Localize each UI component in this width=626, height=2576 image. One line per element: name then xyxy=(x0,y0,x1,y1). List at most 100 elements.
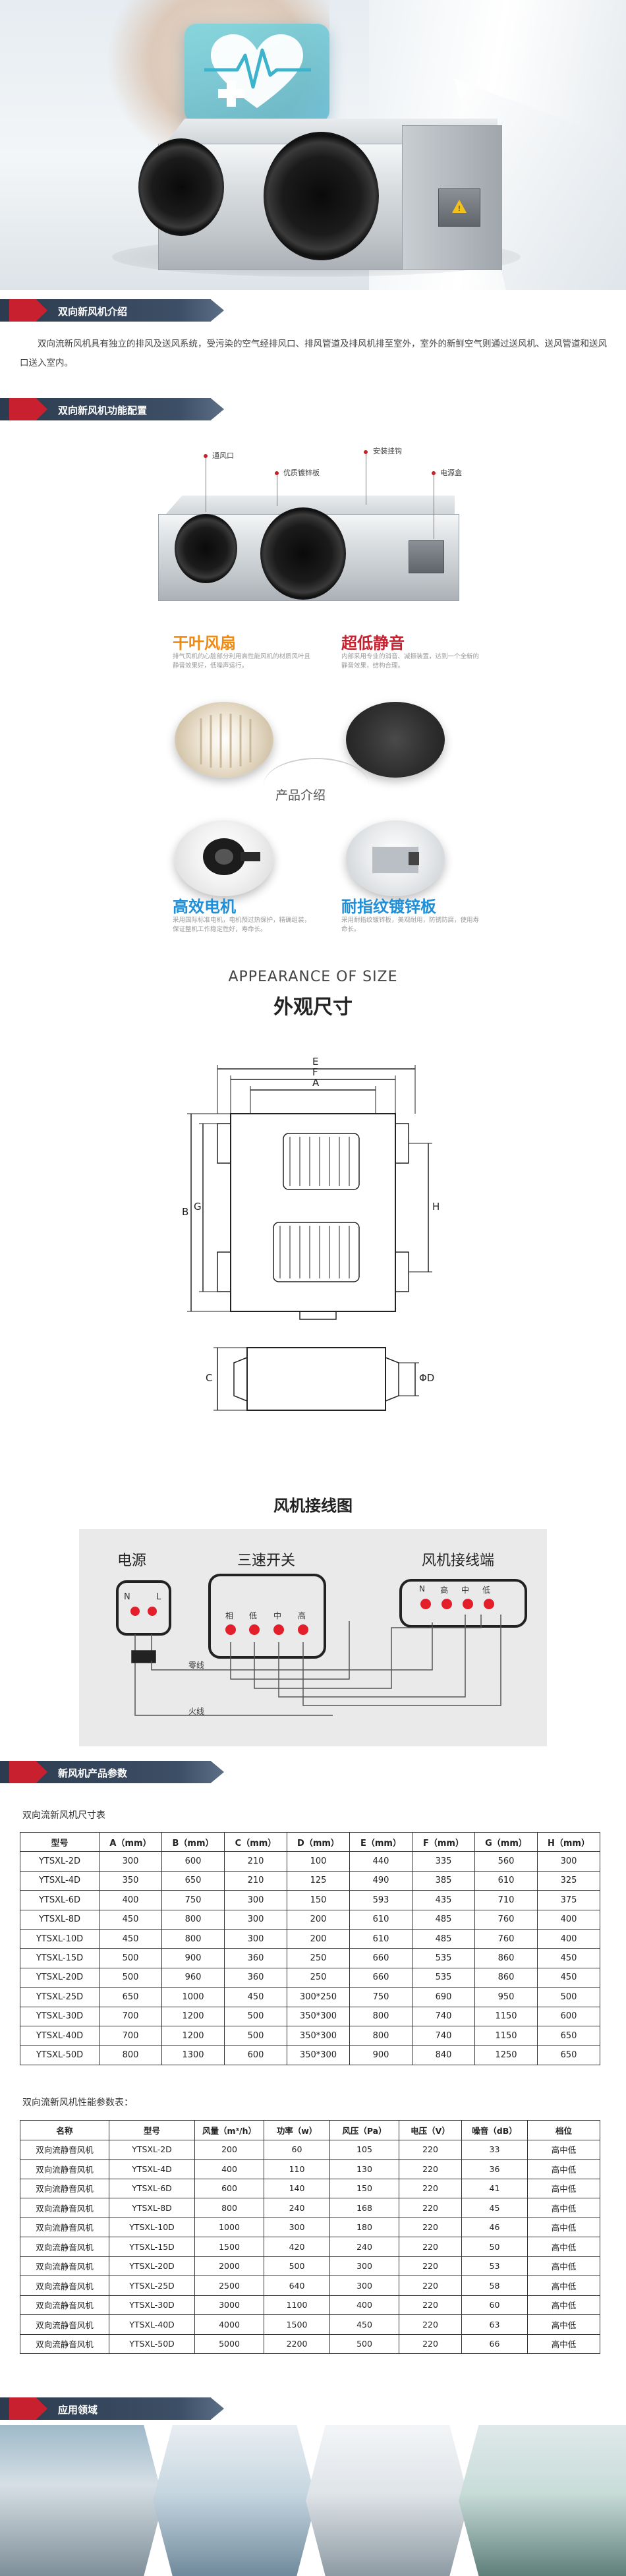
table-cell: 220 xyxy=(399,2333,462,2354)
table-cell: YTSXL-40D xyxy=(109,2314,195,2335)
table-cell: 360 xyxy=(224,1948,287,1968)
zero-wire-label: 零线 xyxy=(188,1661,205,1670)
table-cell: YTSXL-30D xyxy=(20,2006,100,2026)
fan-wheel-image xyxy=(175,702,273,778)
table-cell: 36 xyxy=(461,2159,528,2179)
hero-banner: ! xyxy=(0,0,626,290)
table-cell: 500 xyxy=(99,1967,162,1988)
table-header-cell: D（mm） xyxy=(287,1831,350,1852)
table-cell: 450 xyxy=(329,2314,399,2335)
table-cell: 400 xyxy=(537,1909,600,1930)
table-cell: 350*300 xyxy=(287,2045,350,2065)
table-cell: 535 xyxy=(412,1967,475,1988)
table-cell: YTSXL-6D xyxy=(109,2178,195,2198)
table-cell: YTSXL-50D xyxy=(20,2045,100,2065)
terminal-pin-label: 低 xyxy=(482,1586,491,1595)
table-cell: 1500 xyxy=(194,2237,264,2257)
table-cell: 450 xyxy=(224,1987,287,2007)
power-terminal-dot xyxy=(130,1607,140,1616)
table-cell: 240 xyxy=(329,2237,399,2257)
table-cell: 385 xyxy=(412,1870,475,1891)
table-cell: 650 xyxy=(537,2045,600,2065)
table-cell: 960 xyxy=(161,1967,225,1988)
dim-label-g: G xyxy=(194,1201,202,1213)
callout-dot xyxy=(275,471,279,475)
fan-terminal-dot xyxy=(420,1599,431,1609)
table-cell: 350 xyxy=(99,1870,162,1891)
table-cell: 双向流静音风机 xyxy=(20,2178,109,2198)
table-cell: 760 xyxy=(474,1928,538,1949)
table-cell: YTSXL-2D xyxy=(20,1851,100,1872)
table-cell: 4000 xyxy=(194,2314,264,2335)
table-cell: 66 xyxy=(461,2333,528,2354)
table-cell: 300 xyxy=(329,2256,399,2276)
table-cell: 450 xyxy=(537,1967,600,1988)
table-cell: YTSXL-40D xyxy=(20,2025,100,2046)
fan-terminal-dot xyxy=(463,1599,473,1609)
size-title-cn: 外观尺寸 xyxy=(273,996,353,1019)
table-cell: YTSXL-25D xyxy=(109,2275,195,2296)
table-cell: 710 xyxy=(474,1890,538,1910)
table-cell: 593 xyxy=(349,1890,413,1910)
feature-title: 高效电机 xyxy=(173,898,236,916)
table-cell: 485 xyxy=(412,1928,475,1949)
table-cell: 高中低 xyxy=(527,2256,600,2276)
table-cell: 1150 xyxy=(474,2006,538,2026)
heart-pulse-cross-icon xyxy=(185,24,329,123)
perf-table: 名称型号风量（m³/h）功率（w）风压（Pa）电压（V）噪音（dB）档位双向流静… xyxy=(20,2120,600,2354)
table-cell: 60 xyxy=(264,2139,330,2160)
table-cell: 高中低 xyxy=(527,2275,600,2296)
table-cell: 660 xyxy=(349,1967,413,1988)
table-cell: 740 xyxy=(412,2025,475,2046)
table-cell: 860 xyxy=(474,1967,538,1988)
table-cell: 200 xyxy=(287,1928,350,1949)
table-cell: 100 xyxy=(287,1851,350,1872)
table-cell: 3000 xyxy=(194,2295,264,2315)
callout-mount: 安装挂钩 xyxy=(373,447,402,455)
table-cell: YTSXL-4D xyxy=(109,2159,195,2179)
table-cell: 360 xyxy=(224,1967,287,1988)
feature-title: 超低静音 xyxy=(341,634,405,652)
table-cell: 150 xyxy=(329,2178,399,2198)
table-cell: 600 xyxy=(194,2178,264,2198)
table-cell: 250 xyxy=(287,1948,350,1968)
table-cell: 650 xyxy=(99,1987,162,2007)
table-cell: 350*300 xyxy=(287,2006,350,2026)
table-cell: YTSXL-20D xyxy=(109,2256,195,2276)
terminal-pin-label: 中 xyxy=(461,1586,470,1595)
table-cell: 1000 xyxy=(161,1987,225,2007)
center-arc xyxy=(264,758,369,812)
table-cell: 双向流静音风机 xyxy=(20,2217,109,2237)
perf-table-caption: 双向流新风机性能参数表： xyxy=(22,2098,133,2108)
galvanized-sheet-image xyxy=(346,820,445,896)
table-cell: 240 xyxy=(264,2198,330,2218)
table-header-cell: H（mm） xyxy=(537,1831,600,1852)
table-cell: 485 xyxy=(412,1909,475,1930)
table-cell: 450 xyxy=(537,1948,600,1968)
table-cell: 900 xyxy=(161,1948,225,1968)
feature-title: 耐指纹镀锌板 xyxy=(341,898,436,916)
table-cell: 1500 xyxy=(264,2314,330,2335)
terminal-label: 风机接线端 xyxy=(422,1553,495,1569)
table-cell: 140 xyxy=(264,2178,330,2198)
feature-title: 干叶风扇 xyxy=(173,634,236,652)
switch-terminal-dot xyxy=(249,1624,260,1635)
table-header-cell: 功率（w） xyxy=(264,2120,330,2140)
switch-pin-label: 相 xyxy=(225,1611,234,1620)
table-cell: 双向流静音风机 xyxy=(20,2295,109,2315)
table-header-cell: F（mm） xyxy=(412,1831,475,1852)
application-photo-lab xyxy=(0,2425,163,2576)
table-cell: 560 xyxy=(474,1851,538,1872)
table-cell: 高中低 xyxy=(527,2217,600,2237)
table-header-row: 名称型号风量（m³/h）功率（w）风压（Pa）电压（V）噪音（dB）档位 xyxy=(20,2120,600,2140)
table-cell: 168 xyxy=(329,2198,399,2218)
table-cell: 46 xyxy=(461,2217,528,2237)
feature-desc: 采用国际标准电机，电机预过热保护，精确组装，保证整机工作稳定性好，寿命长。 xyxy=(173,917,311,933)
table-cell: 双向流静音风机 xyxy=(20,2275,109,2296)
table-cell: 1200 xyxy=(161,2006,225,2026)
table-cell: 220 xyxy=(399,2275,462,2296)
